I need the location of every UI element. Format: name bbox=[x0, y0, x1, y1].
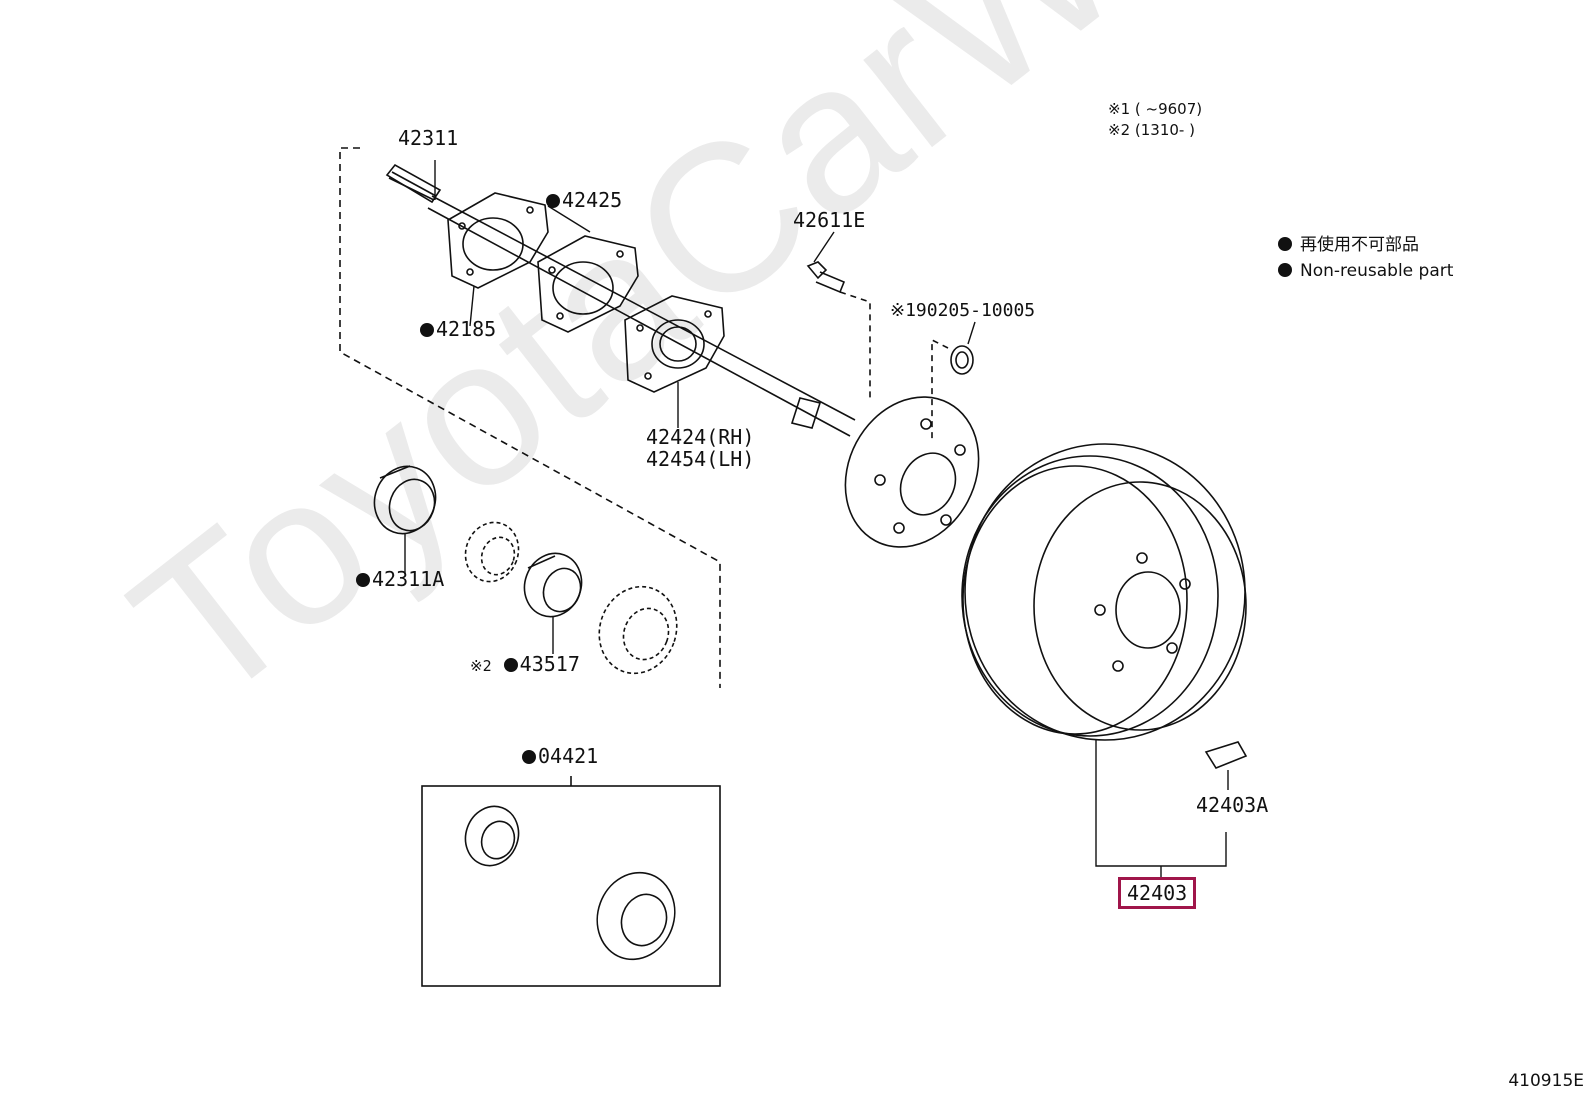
non-reusable-dot-icon bbox=[522, 750, 536, 764]
bearing-inner-dashed bbox=[464, 521, 520, 583]
clip-42403A bbox=[1204, 741, 1248, 769]
plate-42424 bbox=[624, 295, 725, 393]
axle-shaft bbox=[385, 163, 856, 437]
legend-jp: 再使用不可部品 bbox=[1278, 232, 1419, 258]
label-42311A-text: 42311A bbox=[372, 567, 445, 591]
label-42403-highlighted[interactable]: 42403 bbox=[1118, 877, 1197, 909]
label-42311[interactable]: 42311 bbox=[398, 126, 459, 150]
legend-en: Non-reusable part bbox=[1278, 258, 1453, 284]
bearing-dashed bbox=[598, 585, 678, 675]
note-1: ※1 ( ~9607) bbox=[1108, 100, 1203, 118]
note-2: ※2 (1310- ) bbox=[1108, 121, 1195, 139]
axle-flange bbox=[844, 396, 980, 548]
label-42425-text: 42425 bbox=[562, 188, 623, 212]
non-reusable-dot-icon bbox=[503, 658, 518, 672]
label-42424-rh[interactable]: 42424(RH) bbox=[646, 425, 755, 449]
label-04421[interactable]: 04421 bbox=[522, 745, 598, 767]
label-04421-text: 04421 bbox=[538, 744, 599, 768]
washer-90205 bbox=[950, 345, 974, 375]
hub-bolt-42611E bbox=[806, 261, 846, 294]
brake-drum bbox=[961, 443, 1247, 741]
label-90205-10005[interactable]: ※190205-10005 bbox=[890, 300, 1035, 322]
kit-bearing bbox=[596, 871, 676, 961]
non-reusable-dot-icon bbox=[1278, 263, 1292, 277]
kit-box-04421 bbox=[421, 785, 721, 987]
label-42185-text: 42185 bbox=[436, 317, 497, 341]
bolt-leader bbox=[839, 291, 871, 402]
gasket-42185 bbox=[447, 192, 549, 289]
label-43517-prefix: ※2 bbox=[470, 657, 492, 675]
label-43517-text: 43517 bbox=[519, 652, 580, 676]
shaft-group-outline bbox=[339, 147, 721, 688]
label-42425[interactable]: 42425 bbox=[546, 189, 622, 211]
non-reusable-dot-icon bbox=[420, 323, 434, 337]
label-42311A[interactable]: 42311A bbox=[356, 568, 444, 590]
bearing-43517 bbox=[523, 552, 583, 618]
washer-leader bbox=[931, 338, 949, 440]
non-reusable-dot-icon bbox=[1278, 237, 1292, 251]
kit-seal bbox=[464, 805, 520, 867]
leader-lines bbox=[404, 160, 1229, 877]
label-43517[interactable]: ※2 43517 bbox=[470, 653, 580, 677]
label-42454-lh[interactable]: 42454(LH) bbox=[646, 447, 755, 471]
diagram-id: 410915E bbox=[1508, 1071, 1584, 1091]
label-42403A[interactable]: 42403A bbox=[1196, 793, 1269, 817]
oil-seal-42311A bbox=[373, 465, 437, 535]
non-reusable-dot-icon bbox=[546, 194, 560, 208]
plate-42425 bbox=[537, 235, 639, 333]
non-reusable-dot-icon bbox=[356, 573, 370, 587]
label-90205-prefix: ※1 bbox=[890, 300, 916, 321]
legend-en-text: Non-reusable part bbox=[1300, 261, 1454, 281]
label-90205-text: 90205-10005 bbox=[915, 300, 1036, 321]
label-42611E[interactable]: 42611E bbox=[793, 208, 866, 232]
legend-jp-text: 再使用不可部品 bbox=[1300, 235, 1419, 255]
label-42185[interactable]: 42185 bbox=[420, 318, 496, 340]
